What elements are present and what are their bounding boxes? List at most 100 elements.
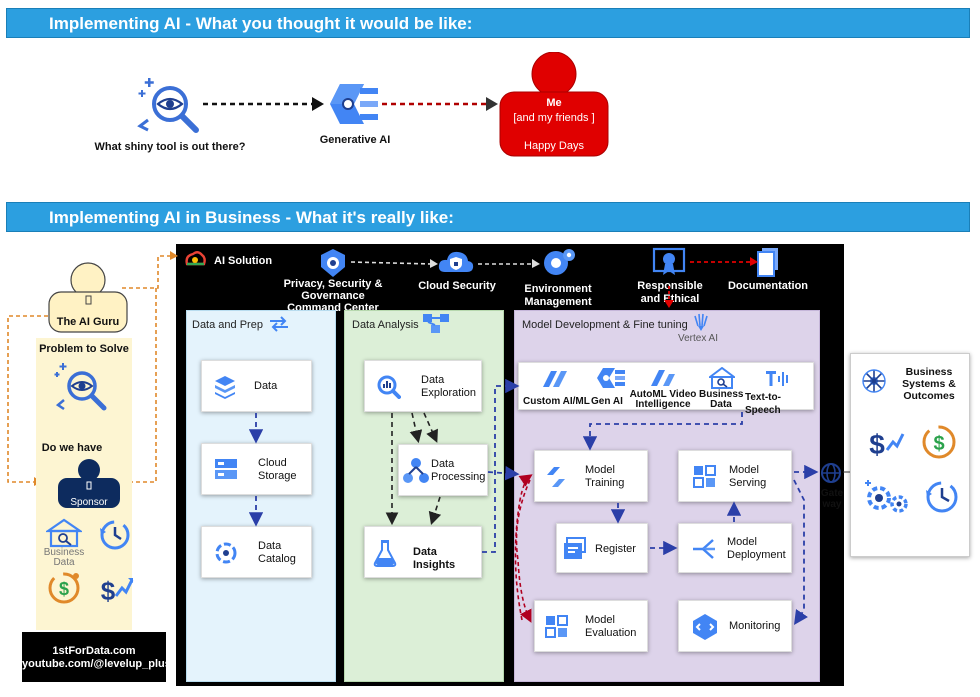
data-catalog-icon (215, 542, 237, 564)
credit-box (22, 632, 166, 682)
data-prep-title: Data and Prep (192, 319, 263, 331)
data-card[interactable]: Data (201, 360, 312, 412)
magnify-eye-icon (137, 78, 199, 133)
deployment-icon (693, 539, 715, 559)
monitoring-card[interactable]: Monitoring (678, 600, 792, 652)
outcomes-dollar-growth-icon: $ (869, 429, 905, 460)
top-arrows (203, 97, 498, 111)
sponsor-label: Sponsor (70, 497, 108, 508)
outcomes-dollar-coin-icon: $ (922, 425, 956, 459)
automl-icon (543, 371, 567, 387)
me-title: Me (546, 97, 562, 109)
register-card[interactable]: Register (556, 523, 648, 573)
monitoring-icon (693, 614, 717, 640)
network-nodes-icon (423, 314, 449, 333)
gateway-icon (821, 463, 841, 483)
data-processing-icon (403, 458, 429, 483)
vertex-ai-icon (694, 313, 708, 331)
env-management-icon (544, 249, 575, 275)
svg-text:$: $ (869, 429, 885, 460)
clock-history-icon (100, 520, 130, 550)
outcomes-network-icon (862, 369, 886, 393)
generative-ai-label: Generative AI (319, 134, 391, 146)
dollar-coin-icon: $ (48, 572, 80, 604)
top-banner: Implementing AI - What you thought it wo… (6, 8, 970, 38)
serving-icon (693, 465, 716, 488)
training-icon (547, 467, 565, 487)
cloud-security-icon (438, 251, 474, 272)
database-icon (215, 376, 235, 399)
data-card-label: Data (254, 380, 278, 392)
gen-ai-tool-icon (597, 368, 625, 388)
cloud-security-label: Cloud Security (418, 280, 496, 292)
register-label: Register (595, 543, 636, 555)
me-person-icon (499, 52, 609, 157)
vertex-ai-label: Vertex AI (677, 333, 719, 344)
data-analysis-title: Data Analysis (352, 319, 419, 331)
model-dev-title: Model Development & Fine tuning (522, 319, 688, 331)
svg-text:$: $ (59, 579, 69, 599)
sponsor-person-icon (58, 459, 120, 508)
data-insights-card[interactable]: Data Insights (364, 526, 482, 578)
header-arrows (350, 257, 758, 308)
text-to-speech-icon (766, 371, 788, 386)
me-subtitle: [and my friends ] (513, 112, 595, 124)
do-we-have-label: Do we have (41, 442, 103, 454)
storage-icon (215, 459, 237, 479)
svg-text:$: $ (101, 576, 116, 606)
documentation-label: Documentation (727, 280, 809, 292)
guru-person-icon (48, 262, 128, 333)
me-footer: Happy Days (524, 140, 584, 152)
dollar-growth-icon: $ (101, 576, 134, 606)
evaluation-icon (545, 615, 568, 638)
ai-solution-label: AI Solution (214, 255, 273, 267)
guru-label: The AI Guru (56, 316, 120, 328)
gen-ai-tool-label: Gen AI (591, 396, 623, 407)
sync-arrows-icon (270, 316, 288, 332)
generative-ai-icon (330, 84, 378, 124)
flask-icon (373, 540, 397, 567)
svg-text:$: $ (933, 433, 944, 455)
business-data-house-icon (46, 518, 82, 548)
certificate-icon (652, 247, 686, 275)
problem-label: Problem to Solve (39, 343, 129, 355)
bottom-banner: Implementing AI in Business - What it's … (6, 202, 970, 232)
register-icon (564, 537, 586, 559)
documentation-icon (757, 248, 778, 277)
tts-label: Text-to-Speech (745, 392, 781, 416)
business-data-icon (709, 367, 735, 389)
data-insights-label: Data Insights (413, 546, 456, 571)
outcomes-clock-icon (926, 481, 958, 513)
gcp-logo-icon (185, 251, 206, 266)
governance-icon (321, 249, 345, 277)
custom-automl-label: Custom AI/ML (523, 396, 590, 407)
video-intelligence-icon (651, 370, 675, 386)
search-chart-icon (377, 375, 401, 399)
outcomes-gears-icon (865, 480, 908, 513)
